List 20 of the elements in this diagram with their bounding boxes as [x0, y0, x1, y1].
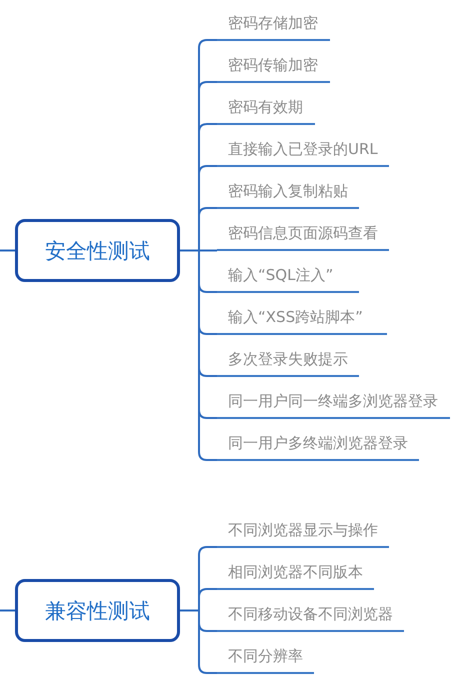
branch-connector: [180, 250, 217, 461]
branch-topic: 相同浏览器不同版本: [217, 562, 374, 590]
branch-connector: [0, 250, 15, 252]
branch-topic: 密码输入复制粘贴: [217, 181, 359, 209]
branch-topic: 不同浏览器显示与操作: [217, 520, 389, 548]
branch-connector: [0, 610, 15, 612]
branch-topic: 密码信息页面源码查看: [217, 223, 389, 251]
branch-topic: 不同移动设备不同浏览器: [217, 604, 404, 632]
branch-topic: 密码存储加密: [217, 13, 330, 41]
branch-topic: 同一用户同一终端多浏览器登录: [217, 391, 450, 419]
branch-topic: 密码传输加密: [217, 55, 330, 83]
branch-topic: 同一用户多终端浏览器登录: [217, 433, 419, 461]
branch-topic: 输入“SQL注入”: [217, 265, 359, 293]
branch-topic: 密码有效期: [217, 97, 315, 125]
branch-topic: 直接输入已登录的URL: [217, 139, 389, 167]
branch-topic: 不同分辨率: [217, 646, 314, 674]
topic-box: 安全性测试: [15, 219, 180, 282]
branch-topic: 输入“XSS跨站脚本”: [217, 307, 387, 335]
branch-topic: 多次登录失败提示: [217, 349, 359, 377]
topic-box: 兼容性测试: [15, 579, 180, 642]
